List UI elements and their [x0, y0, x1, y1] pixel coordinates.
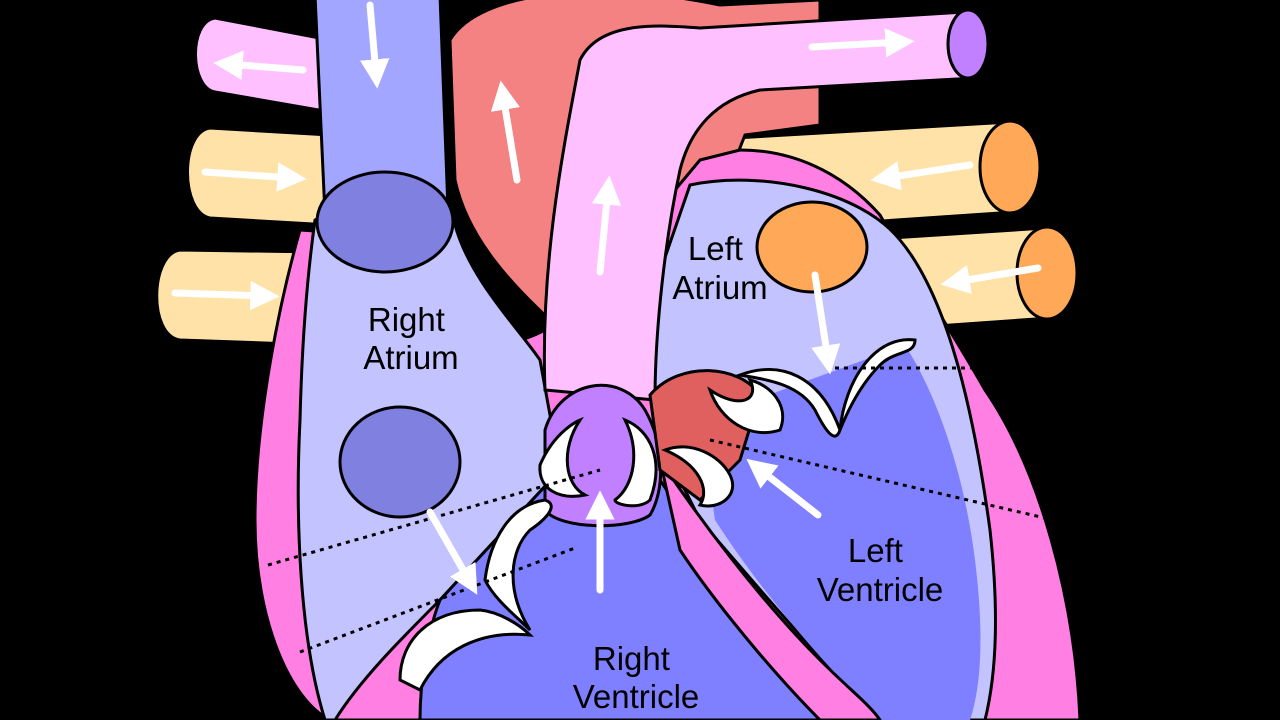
mitral-leaflet-right — [838, 338, 917, 431]
flow-arrow-pulmonary-artery-up — [591, 175, 622, 276]
aortic-leaflet-upper — [707, 377, 785, 435]
right-ventricle-label-line1: Right — [593, 640, 670, 677]
tricuspid-leaflet-lower — [398, 608, 535, 693]
tricuspid-leaflet-upper — [483, 498, 553, 632]
right-atrium-label-line1: Right — [368, 301, 445, 338]
flow-arrow-pulmonary-left-bottom — [171, 280, 280, 311]
left-atrium-label-line2: Atrium — [672, 269, 767, 306]
pulmonary-artery-opening — [946, 8, 990, 80]
valve-leaflets — [398, 338, 917, 693]
left-ventricle-label-line2: Ventricle — [817, 571, 944, 608]
left-ventricle-fill — [700, 345, 981, 720]
aortic-leaflet-lower — [661, 445, 735, 508]
right-ventricle-label: Right Ventricle — [573, 640, 700, 715]
flow-arrow-pulmonary-left-middle — [201, 162, 307, 192]
left-atrium-label-line1: Left — [688, 230, 743, 267]
left-atrium-vein-opening — [755, 200, 869, 294]
flow-arrows — [171, 1, 1042, 595]
mitral-leaflet-left — [734, 368, 842, 438]
left-atrium-label: Left Atrium — [672, 230, 767, 306]
left-ventricle-label: Left Ventricle — [817, 532, 944, 608]
flow-arrow-aorta-up — [490, 80, 521, 184]
superior-vena-cava-opening — [315, 170, 455, 274]
valve-plane-line-2 — [299, 546, 576, 654]
pulmonary-artery — [542, 10, 977, 402]
pulmonary-leaflet-right — [613, 417, 658, 508]
pulmonary-leaflet-left — [538, 416, 590, 498]
flow-arrow-pulmonary-vein-right-upper — [870, 161, 974, 191]
left-ventricle-label-line1: Left — [848, 532, 903, 569]
flow-arrow-right-atrium-down — [426, 508, 478, 595]
flow-arrow-left-ventricle-up — [746, 458, 822, 519]
flow-arrow-pulmonary-vein-right-lower — [940, 264, 1042, 295]
flow-arrow-svc-down — [360, 1, 390, 89]
flow-arrow-left-atrium-down — [811, 271, 841, 375]
flow-arrow-pulmonary-left-top — [213, 50, 307, 80]
septum — [658, 459, 882, 720]
right-ventricle-label-line2: Ventricle — [573, 678, 700, 715]
pulmonary-vein-right-upper-opening — [978, 119, 1042, 215]
right-atrium-label-line2: Atrium — [363, 339, 458, 376]
valve-plane-line-3 — [709, 438, 1046, 520]
inferior-vena-cava-opening — [338, 405, 462, 519]
flow-arrow-pulmonary-right-out — [808, 28, 915, 58]
right-atrium-label: Right Atrium — [363, 301, 458, 376]
